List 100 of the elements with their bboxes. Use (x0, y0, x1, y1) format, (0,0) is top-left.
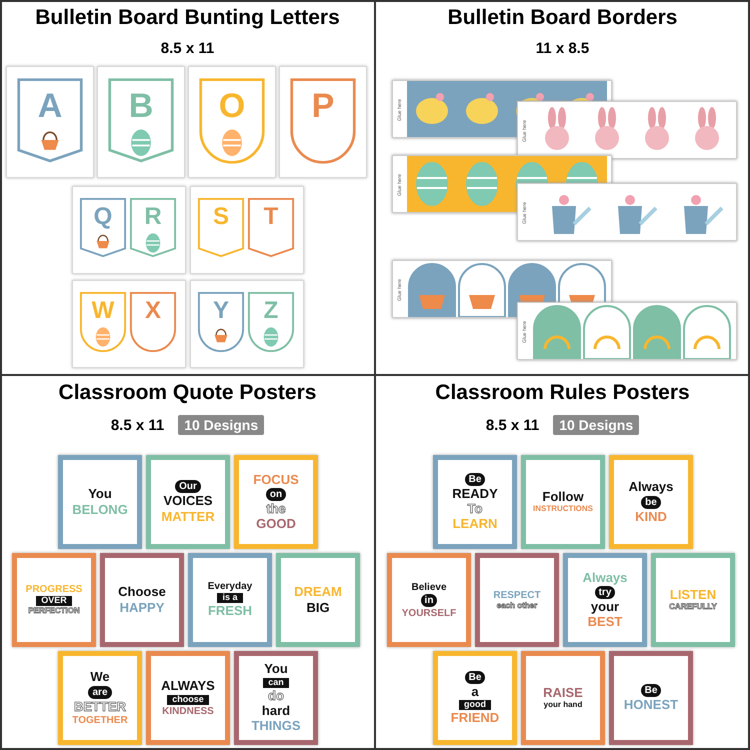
poster-text: a (471, 684, 479, 700)
poster-text: can (263, 678, 289, 688)
poster-text: TOGETHER (72, 714, 128, 726)
poster-text: BEST (588, 615, 622, 630)
poster-text: FOCUS (253, 472, 299, 487)
poster-text: your (590, 600, 620, 614)
poster-text: MATTER (161, 510, 215, 524)
poster-text: good (459, 700, 491, 710)
poster-text: Everyday (208, 581, 252, 592)
poster-text: YOURSELF (402, 608, 456, 618)
poster-text: Be (464, 670, 486, 684)
poster-text: INSTRUCTIONS (533, 505, 593, 514)
poster-text: RAISE (543, 686, 583, 700)
poster-text: LISTEN (670, 588, 716, 602)
poster-text: KIND (635, 510, 667, 524)
poster-text: your hand (544, 701, 582, 710)
poster-card (651, 553, 735, 647)
pennant-letter: O (218, 87, 246, 126)
poster-text: Be (640, 684, 662, 697)
poster-card (58, 455, 142, 549)
poster-card (387, 553, 471, 647)
poster-text: Choose (118, 585, 166, 600)
pennant-letter: T (262, 203, 280, 231)
poster-text: To (468, 502, 482, 516)
design-count-badge: 10 Designs (553, 415, 640, 435)
poster-text: try (594, 586, 616, 599)
poster-text: is a (217, 593, 242, 604)
poster-text: HAPPY (120, 600, 164, 615)
poster-text: Believe (411, 582, 447, 592)
poster-text: in (420, 594, 438, 606)
poster-card (146, 455, 230, 549)
poster-text: BETTER (74, 700, 126, 714)
pennant-letter: R (143, 203, 163, 231)
poster-text: FRIEND (450, 710, 500, 726)
poster-text: hard (262, 704, 290, 718)
poster-text: Be (464, 472, 486, 486)
pennant-letter: Y (212, 297, 230, 325)
poster-card (475, 553, 559, 647)
page-size-label: 8.5 x 11 (110, 416, 164, 434)
page-size-label: 8.5 x 11 (160, 40, 214, 57)
poster-text: GOOD (256, 517, 296, 532)
pennant-letter: X (144, 297, 162, 325)
panel-title: Bulletin Board Bunting Letters (35, 6, 340, 29)
poster-text: KINDNESS (162, 706, 214, 717)
poster-text: READY (452, 486, 498, 501)
poster-text: You (264, 662, 288, 677)
poster-card (433, 651, 517, 745)
poster-text: You (88, 487, 112, 502)
poster-text: FRESH (208, 604, 252, 619)
poster-card (521, 455, 605, 549)
poster-text: choose (167, 694, 209, 705)
page-size-label: 11 x 8.5 (536, 40, 590, 57)
poster-text: ALWAYS (161, 679, 215, 694)
poster-card (146, 651, 230, 745)
poster-text: OVER (36, 596, 72, 606)
poster-card (234, 455, 318, 549)
panel-title: Classroom Quote Posters (58, 381, 316, 404)
panel-title: Classroom Rules Posters (435, 381, 690, 404)
poster-text: BIG (306, 600, 330, 615)
poster-text: on (266, 488, 286, 501)
poster-text: Follow (542, 490, 584, 504)
poster-text: are (88, 686, 112, 698)
pennant-letter: Z (262, 297, 280, 325)
page-size-label: 8.5 x 11 (486, 416, 540, 434)
design-count-badge: 10 Designs (178, 415, 264, 435)
poster-text: THINGS (251, 719, 301, 734)
pennant-letter: S (212, 203, 230, 231)
poster-text: BELONG (72, 502, 128, 517)
poster-card (521, 651, 605, 745)
poster-text: Always (582, 570, 628, 585)
poster-text: CAREFULLY (669, 603, 717, 612)
pennant-letter: P (310, 87, 336, 126)
poster-card (609, 651, 693, 745)
pennant-letter: Q (92, 203, 114, 231)
poster-text: Always (628, 480, 674, 494)
poster-text: Our (175, 480, 201, 494)
poster-text: We (90, 670, 110, 684)
poster-text: the (266, 502, 286, 516)
poster-text: DREAM (294, 585, 342, 600)
poster-text: be (641, 496, 661, 508)
poster-text: VOICES (163, 494, 213, 508)
pennant-letter: W (90, 297, 116, 325)
poster-text: each other (496, 602, 538, 610)
poster-text: LEARN (452, 517, 498, 532)
poster-text: PROGRESS (26, 584, 82, 596)
pennant-letter: B (128, 87, 154, 126)
poster-text: PERFECTION (28, 607, 80, 616)
poster-card (276, 553, 360, 647)
poster-card (563, 553, 647, 647)
pennant-letter: A (36, 87, 64, 126)
poster-card (234, 651, 318, 745)
poster-card (188, 553, 272, 647)
panel-title: Bulletin Board Borders (448, 6, 678, 29)
poster-card (58, 651, 142, 745)
poster-card (609, 455, 693, 549)
poster-text: do (268, 688, 284, 703)
poster-text: HONEST (624, 698, 678, 712)
poster-card (100, 553, 184, 647)
poster-card (433, 455, 517, 549)
poster-card (12, 553, 96, 647)
